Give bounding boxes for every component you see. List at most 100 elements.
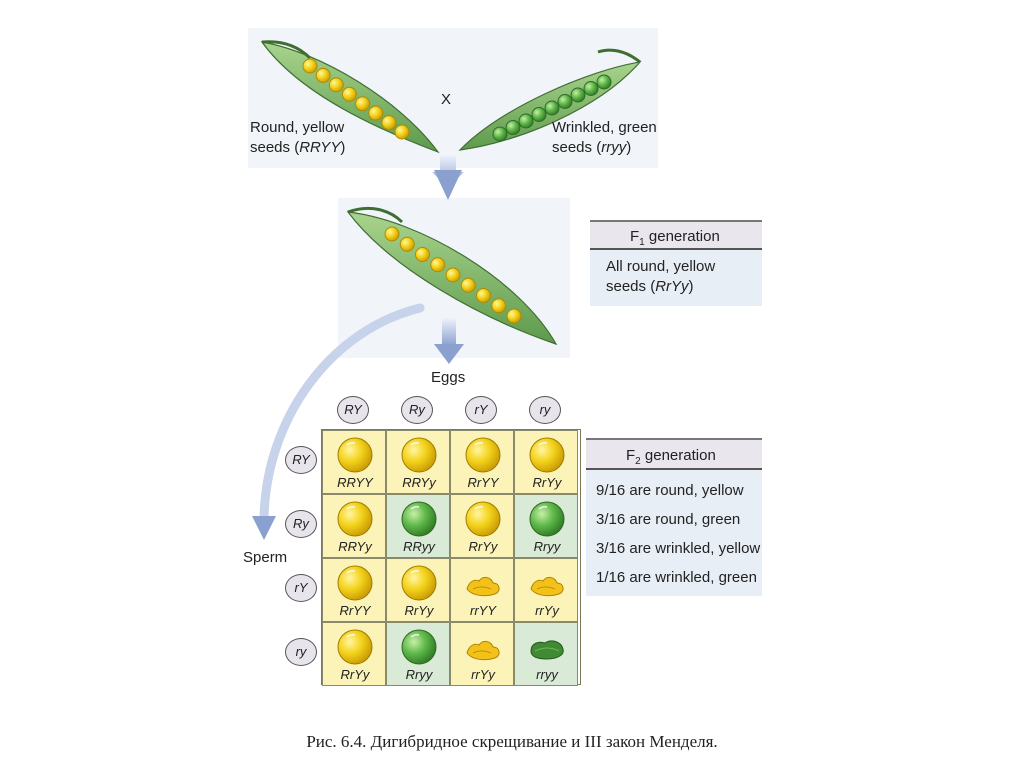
f1-line1: All round, yellow bbox=[606, 258, 716, 275]
egg-allele-Ry: Ry bbox=[401, 396, 433, 424]
round-pea-icon bbox=[506, 308, 522, 324]
punnett-cell-RrYy: RrYy bbox=[514, 430, 578, 494]
round-yellow-pea-icon bbox=[337, 629, 373, 665]
parent-right-label: Wrinkled, green seeds (rryy) bbox=[552, 118, 657, 158]
round-yellow-pea-icon bbox=[337, 565, 373, 601]
punnett-cell-rrYy: rrYy bbox=[450, 622, 514, 686]
round-green-pea-icon bbox=[401, 629, 437, 665]
round-pea-icon bbox=[445, 267, 461, 283]
parent-left-prefix: seeds ( bbox=[250, 139, 300, 156]
round-yellow-pea-icon bbox=[465, 501, 501, 537]
f2-info-box: F2 generation 9/16 are round, yellow 3/1… bbox=[586, 438, 762, 596]
f2-head-suffix: generation bbox=[640, 447, 716, 464]
sperm-allele-Ry: Ry bbox=[285, 510, 317, 538]
round-pea-icon bbox=[341, 86, 357, 102]
punnett-cell-rrYy: rrYy bbox=[514, 558, 578, 622]
round-pea-icon bbox=[328, 77, 344, 93]
f1-genotype: RrYy bbox=[655, 278, 689, 295]
round-pea-icon bbox=[355, 96, 371, 112]
punnett-genotype: RrYy bbox=[532, 475, 562, 490]
egg-allele-ry: ry bbox=[529, 396, 561, 424]
cross-symbol: X bbox=[441, 91, 452, 108]
punnett-cell-RrYY: RrYY bbox=[322, 558, 386, 622]
egg-allele-rY: rY bbox=[465, 396, 497, 424]
f1-heading: F1 generation bbox=[590, 220, 762, 250]
round-pea-icon bbox=[315, 67, 331, 83]
punnett-genotype: RRYY bbox=[337, 475, 373, 490]
round-yellow-pea-icon bbox=[337, 437, 373, 473]
round-green-pea-icon bbox=[401, 501, 437, 537]
wrinkled-pea-icon bbox=[583, 81, 599, 96]
round-pea-icon bbox=[460, 277, 476, 293]
punnett-cell-RRYy: RRYy bbox=[386, 430, 450, 494]
punnett-cell-RrYy: RrYy bbox=[450, 494, 514, 558]
wrinkled-pea-icon bbox=[570, 87, 586, 103]
f1-line2: seeds (RrYy) bbox=[606, 278, 694, 295]
f1-pod bbox=[346, 206, 558, 346]
f1-line2-suffix: ) bbox=[688, 278, 694, 295]
parent-left-line2: seeds (RRYY) bbox=[250, 138, 345, 158]
parent-right-suffix: ) bbox=[626, 139, 632, 156]
f1-head-suffix: generation bbox=[644, 228, 720, 245]
punnett-genotype: RRyy bbox=[403, 539, 435, 554]
round-pea-icon bbox=[302, 58, 318, 74]
punnett-genotype: RrYy bbox=[468, 539, 498, 554]
punnett-genotype: rrYy bbox=[535, 603, 559, 618]
punnett-genotype: RRYy bbox=[338, 539, 372, 554]
punnett-cell-rryy: rryy bbox=[514, 622, 578, 686]
wrinkled-yellow-pea-icon bbox=[466, 640, 500, 661]
parent-pod-wrinkled-green bbox=[458, 48, 642, 151]
round-pea-icon bbox=[394, 124, 410, 140]
parent-right-line2: seeds (rryy) bbox=[552, 138, 657, 158]
punnett-cell-RRYY: RRYY bbox=[322, 430, 386, 494]
punnett-genotype: rrYY bbox=[470, 603, 496, 618]
f2-head-sub: 2 bbox=[635, 456, 641, 467]
f2-heading: F2 generation bbox=[586, 438, 762, 470]
figure-caption: Рис. 6.4. Дигибридное скрещивание и III … bbox=[306, 732, 718, 751]
arrow-parents-to-f1 bbox=[432, 155, 464, 200]
punnett-cell-RrYY: RrYY bbox=[450, 430, 514, 494]
wrinkled-pea-icon bbox=[557, 94, 573, 109]
sperm-allele-ry: ry bbox=[285, 638, 317, 666]
round-pea-icon bbox=[399, 236, 415, 252]
parent-left-suffix: ) bbox=[340, 139, 346, 156]
round-pea-icon bbox=[381, 115, 397, 131]
wrinkled-yellow-pea-icon bbox=[466, 576, 500, 597]
punnett-genotype: RrYY bbox=[467, 475, 499, 490]
round-pea-icon bbox=[476, 288, 491, 303]
punnett-genotype: Rryy bbox=[405, 667, 433, 682]
parent-pod-round-yellow bbox=[260, 40, 440, 154]
punnett-cell-Rryy: Rryy bbox=[514, 494, 578, 558]
punnett-cell-RRYy: RRYy bbox=[322, 494, 386, 558]
punnett-genotype: RrYy bbox=[340, 667, 370, 682]
parent-right-genotype: rryy bbox=[601, 139, 627, 156]
f2-ratio-2: 3/16 are round, green bbox=[596, 511, 741, 528]
arrow-f1-to-eggs bbox=[434, 318, 464, 364]
round-pea-icon bbox=[491, 298, 507, 314]
sperm-allele-RY: RY bbox=[285, 446, 317, 474]
wrinkled-pea-icon bbox=[505, 120, 521, 135]
f2-head-prefix: F bbox=[626, 447, 636, 464]
punnett-genotype: Rryy bbox=[533, 539, 561, 554]
punnett-genotype: RrYY bbox=[339, 603, 371, 618]
f1-info-box: F1 generation All round, yellow seeds (R… bbox=[590, 220, 762, 306]
wrinkled-pea-icon bbox=[518, 113, 534, 129]
punnett-cell-RrYy: RrYy bbox=[322, 622, 386, 686]
round-pea-icon bbox=[430, 257, 446, 273]
wrinkled-green-pea-icon bbox=[530, 640, 564, 660]
parent-right-line1: Wrinkled, green bbox=[552, 119, 657, 136]
f1-head-sub: 1 bbox=[639, 237, 645, 248]
round-pea-icon bbox=[368, 105, 384, 121]
round-yellow-pea-icon bbox=[465, 437, 501, 473]
round-yellow-pea-icon bbox=[337, 501, 373, 537]
wrinkled-pea-icon bbox=[544, 100, 560, 116]
parent-left-genotype: RRYY bbox=[299, 139, 341, 156]
punnett-genotype: rrYy bbox=[471, 667, 495, 682]
sperm-allele-rY: rY bbox=[285, 574, 317, 602]
arrow-f1-to-sperm bbox=[252, 303, 425, 540]
parent-right-prefix: seeds ( bbox=[552, 139, 602, 156]
wrinkled-pea-icon bbox=[531, 107, 547, 122]
eggs-label: Eggs bbox=[431, 369, 466, 386]
